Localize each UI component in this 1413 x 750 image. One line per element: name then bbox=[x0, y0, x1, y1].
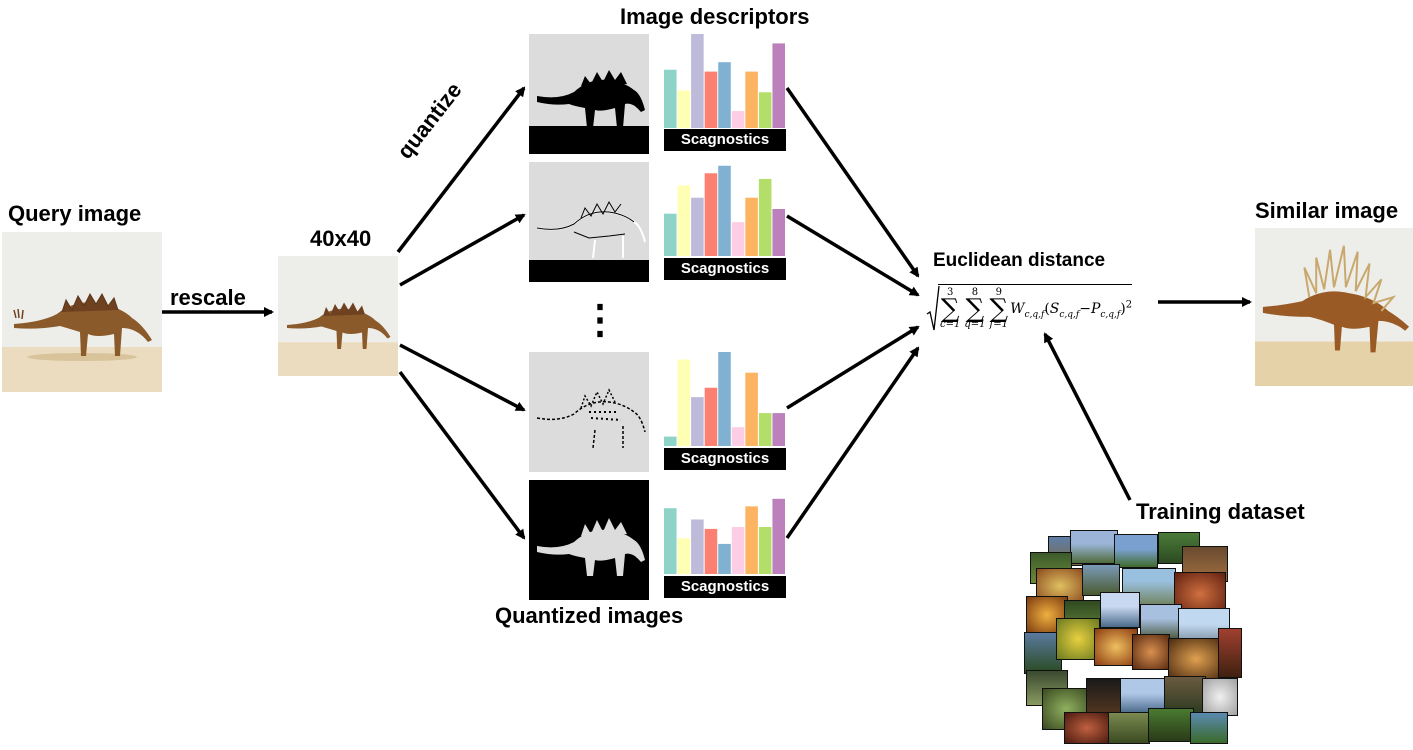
sum-f: 9∑f=1 bbox=[989, 287, 1009, 330]
histogram-bar bbox=[704, 173, 718, 256]
descriptor-arrow-1 bbox=[785, 86, 920, 278]
histogram-bar bbox=[718, 543, 731, 574]
descriptor-histogram-3 bbox=[664, 352, 785, 446]
dataset-image bbox=[1094, 628, 1138, 666]
histogram-bar bbox=[664, 69, 677, 128]
sum-c: 3∑c=1 bbox=[940, 287, 961, 330]
dataset-image bbox=[1100, 592, 1140, 628]
dataset-image bbox=[1202, 678, 1238, 716]
dataset-image bbox=[1082, 564, 1120, 596]
histogram-bar bbox=[677, 359, 691, 446]
sum-q: 8∑q=1 bbox=[964, 287, 986, 330]
dataset-image bbox=[1114, 534, 1158, 568]
training-arrow bbox=[1043, 332, 1132, 501]
descriptor-arrow-3 bbox=[786, 325, 920, 410]
size-label: 40x40 bbox=[310, 226, 372, 251]
dataset-image bbox=[1056, 618, 1100, 660]
ellipsis-dots: ⋮ bbox=[580, 298, 620, 342]
histogram-bar bbox=[718, 62, 731, 128]
quantize-arrow-2 bbox=[399, 213, 526, 287]
histogram-bar bbox=[731, 111, 745, 128]
quantize-arrow-4 bbox=[398, 370, 526, 540]
histogram-bar bbox=[758, 527, 772, 574]
histogram-bar bbox=[758, 92, 772, 128]
s-term: S bbox=[1049, 301, 1060, 317]
histogram-bar bbox=[704, 528, 718, 574]
histogram-bar bbox=[677, 90, 691, 128]
query-image bbox=[2, 232, 162, 392]
descriptor-histogram-2 bbox=[664, 165, 785, 256]
training-dataset-label: Training dataset bbox=[1136, 499, 1305, 524]
histogram-bar bbox=[677, 185, 691, 256]
histogram-bar bbox=[731, 527, 745, 574]
dataset-image bbox=[1190, 712, 1228, 744]
histogram-bar bbox=[664, 436, 677, 446]
descriptor-histogram-1 bbox=[664, 34, 785, 128]
dataset-image bbox=[1064, 712, 1110, 744]
histogram-bar bbox=[758, 413, 772, 446]
quantize-arrow-1 bbox=[396, 86, 526, 254]
histogram-bar bbox=[745, 506, 758, 574]
histogram-bar bbox=[772, 413, 785, 446]
dataset-image bbox=[1108, 712, 1150, 744]
euclidean-distance-label: Euclidean distance bbox=[933, 250, 1106, 271]
descriptor-arrow-2 bbox=[786, 214, 920, 297]
scagnostics-label-3: Scagnostics bbox=[664, 448, 786, 470]
similar-image bbox=[1255, 227, 1413, 387]
dataset-image bbox=[1218, 628, 1242, 678]
training-dataset-mosaic bbox=[1022, 528, 1242, 746]
histogram-bar bbox=[731, 427, 745, 446]
histogram-bar bbox=[745, 197, 758, 256]
histogram-bar bbox=[691, 519, 704, 574]
query-image-label: Query image bbox=[8, 201, 142, 226]
histogram-bar bbox=[704, 71, 718, 128]
histogram-bar bbox=[731, 222, 745, 256]
weight-term: W bbox=[1010, 301, 1025, 317]
scagnostics-label-4: Scagnostics bbox=[664, 576, 786, 598]
radical-sign bbox=[926, 285, 940, 331]
histogram-bar bbox=[745, 372, 758, 446]
quantized-image-2 bbox=[529, 162, 649, 282]
histogram-bar bbox=[691, 397, 704, 446]
histogram-bar bbox=[677, 538, 691, 574]
dataset-image bbox=[1132, 634, 1170, 670]
dataset-image bbox=[1070, 530, 1118, 564]
histogram-bar bbox=[718, 165, 731, 256]
histogram-bar bbox=[745, 71, 758, 128]
quantized-images-label: Quantized images bbox=[495, 603, 684, 628]
histogram-bar bbox=[718, 352, 731, 446]
quantized-image-3 bbox=[529, 352, 649, 472]
quantized-image-4 bbox=[529, 480, 649, 600]
descriptor-arrow-4 bbox=[785, 346, 920, 539]
histogram-bar bbox=[664, 508, 677, 574]
dataset-image bbox=[1168, 638, 1224, 680]
quantize-arrow-3 bbox=[399, 343, 526, 412]
histogram-bar bbox=[664, 213, 677, 256]
histogram-bar bbox=[691, 34, 704, 128]
rescale-label: rescale bbox=[170, 285, 246, 310]
histogram-bar bbox=[691, 197, 704, 256]
histogram-bar bbox=[758, 178, 772, 256]
histogram-bar bbox=[772, 43, 785, 128]
descriptor-histogram-4 bbox=[664, 498, 785, 574]
similar-image-label: Similar image bbox=[1255, 198, 1399, 223]
scagnostics-label-2: Scagnostics bbox=[664, 258, 786, 280]
image-descriptors-label: Image descriptors bbox=[620, 4, 810, 29]
histogram-bar bbox=[772, 209, 785, 256]
quantized-image-1 bbox=[529, 34, 649, 154]
dataset-image bbox=[1148, 708, 1194, 742]
histogram-bar bbox=[704, 387, 718, 446]
scagnostics-label-1: Scagnostics bbox=[664, 129, 786, 151]
p-term: P bbox=[1090, 301, 1101, 317]
rescaled-image bbox=[277, 256, 399, 376]
histogram-bar bbox=[772, 498, 785, 574]
